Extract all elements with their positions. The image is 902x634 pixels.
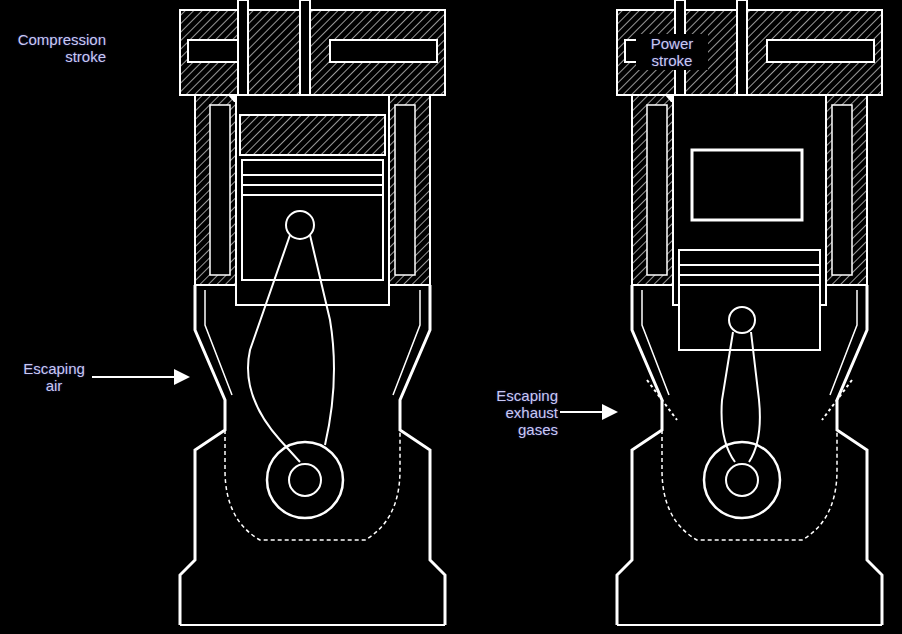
stroke-label: Power stroke: [636, 34, 708, 70]
stroke-label: Escaping air: [16, 359, 92, 395]
stroke-label: Escaping exhaust gases: [476, 386, 560, 439]
leader-line: [560, 411, 616, 413]
leader-line: [92, 376, 188, 378]
stroke-label: Compression stroke: [4, 30, 108, 66]
